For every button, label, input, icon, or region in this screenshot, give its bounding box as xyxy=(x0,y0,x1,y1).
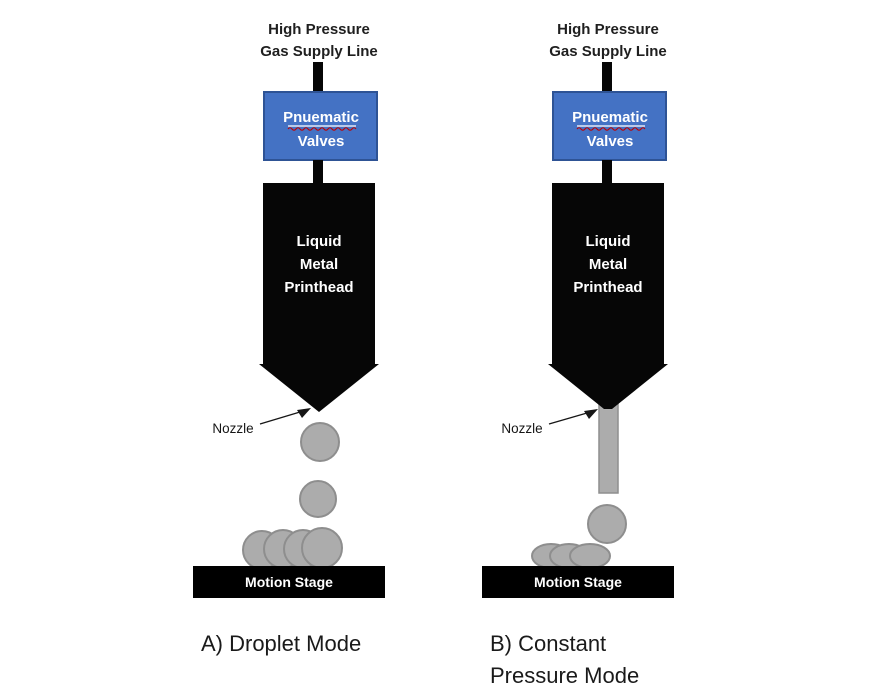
valve-printhead-connector xyxy=(313,160,323,183)
diagram-constant-pressure-mode: High Pressure Gas Supply Line Pnuematic … xyxy=(482,21,674,688)
gas-supply-label-line1: High Pressure xyxy=(557,21,659,38)
nozzle-arrow-head xyxy=(584,409,598,419)
caption-line1: B) Constant xyxy=(490,631,606,656)
nozzle-arrow xyxy=(259,411,301,425)
caption-line2: Pressure Mode xyxy=(490,663,639,688)
valve-label-line2: Valves xyxy=(298,133,345,150)
nozzle-arrow xyxy=(548,412,588,425)
valve-label-line1: Pnuematic xyxy=(283,109,359,126)
falling-droplet xyxy=(587,504,627,544)
valve-label-line1: Pnuematic xyxy=(572,109,648,126)
printhead-label-line3: Printhead xyxy=(573,279,642,296)
nozzle-label: Nozzle xyxy=(212,421,253,436)
falling-droplet xyxy=(299,480,337,518)
gas-supply-label-line2: Gas Supply Line xyxy=(549,43,667,60)
printhead-label-line2: Metal xyxy=(589,256,627,273)
printhead-label-line1: Liquid xyxy=(297,233,342,250)
valve-label-line2: Valves xyxy=(587,133,634,150)
spellcheck-squiggle xyxy=(576,127,646,131)
printhead-body xyxy=(548,183,668,409)
valve-printhead-connector xyxy=(602,160,612,183)
motion-stage-label: Motion Stage xyxy=(245,574,333,590)
deposited-droplet xyxy=(569,543,611,569)
printhead-body xyxy=(259,183,379,412)
spellcheck-squiggle xyxy=(287,127,357,131)
motion-stage xyxy=(482,566,674,598)
metal-stream xyxy=(598,397,619,494)
gas-supply-line xyxy=(602,62,612,93)
gas-supply-label-line1: High Pressure xyxy=(268,21,370,38)
nozzle-label: Nozzle xyxy=(501,421,542,436)
diagram-droplet-mode: High Pressure Gas Supply Line Pnuematic … xyxy=(193,21,385,656)
printhead-label-line1: Liquid xyxy=(586,233,631,250)
motion-stage xyxy=(193,566,385,598)
printhead-label-line3: Printhead xyxy=(284,279,353,296)
nozzle-arrow-head xyxy=(297,408,311,418)
motion-stage-label: Motion Stage xyxy=(534,574,622,590)
caption-line1: A) Droplet Mode xyxy=(201,631,361,656)
gas-supply-label-line2: Gas Supply Line xyxy=(260,43,378,60)
gas-supply-line xyxy=(313,62,323,93)
printhead-label-line2: Metal xyxy=(300,256,338,273)
falling-droplet xyxy=(300,422,340,462)
